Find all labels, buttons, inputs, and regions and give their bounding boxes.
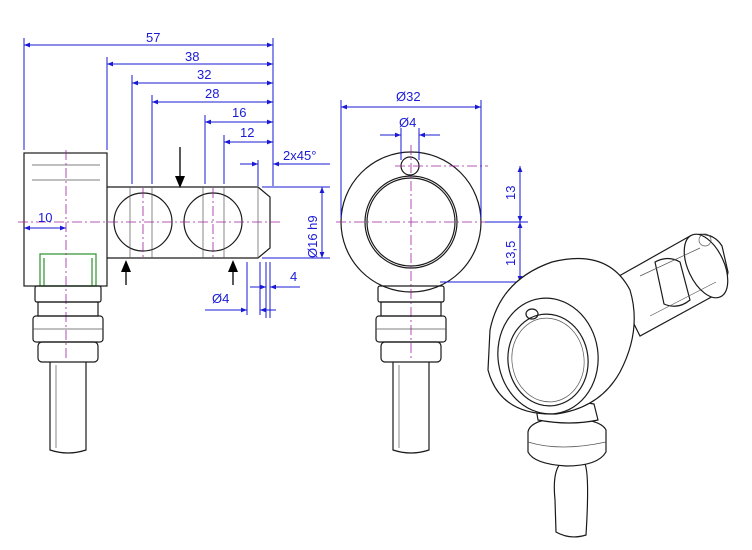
dim-16: 16 <box>232 105 246 120</box>
front-view <box>336 145 488 454</box>
dim-13-5: 13,5 <box>503 241 518 266</box>
dim-10: 10 <box>38 210 52 225</box>
front-cable-gland <box>375 285 447 454</box>
dim-13: 13 <box>503 186 518 200</box>
dim-57: 57 <box>146 30 160 45</box>
dim-dia4-left: Ø4 <box>212 291 229 306</box>
dim-4: 4 <box>290 269 297 284</box>
dim-28: 28 <box>205 86 219 101</box>
iso-cable-gland <box>527 401 607 538</box>
cable-gland <box>32 285 104 454</box>
dim-dia32: Ø32 <box>396 89 421 104</box>
dim-dia4-top: Ø4 <box>399 115 416 130</box>
cable-port-highlight <box>39 253 97 287</box>
dim-dia16h9: Ø16 h9 <box>305 215 320 258</box>
front-dimensions: Ø32 Ø4 13 13,5 <box>340 89 528 283</box>
isometric-view <box>487 233 729 538</box>
dim-chamfer: 2x45° <box>283 148 316 163</box>
dim-32: 32 <box>197 67 211 82</box>
dim-38: 38 <box>185 49 199 64</box>
shaft <box>107 186 271 259</box>
side-dimensions: 57 38 32 28 16 12 2x45° 10 Ø16 h9 Ø4 <box>23 30 330 318</box>
side-view <box>18 147 280 454</box>
housing-block <box>23 152 108 287</box>
dim-12: 12 <box>240 125 254 140</box>
